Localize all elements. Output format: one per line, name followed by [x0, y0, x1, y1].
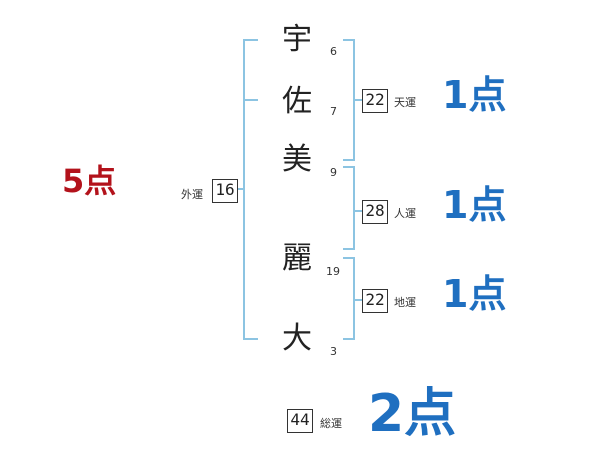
- name-char-1: 宇: [282, 22, 312, 57]
- stroke-count-5: 3: [330, 345, 337, 358]
- stroke-count-1: 6: [330, 45, 337, 58]
- stroke-count-2: 7: [330, 105, 337, 118]
- tenun-label: 天運: [394, 96, 416, 109]
- gaiun-label: 外運: [181, 188, 203, 201]
- souun-label: 総運: [320, 417, 342, 430]
- jinun-label: 人運: [394, 207, 416, 220]
- chiun-bracket: [343, 257, 364, 340]
- name-char-3: 美: [282, 142, 312, 177]
- jinun-bracket: [343, 166, 364, 250]
- souun-value-box: 44: [287, 409, 313, 433]
- tenun-value-box: 22: [362, 89, 388, 113]
- gaiun-value-box: 16: [212, 179, 238, 203]
- chiun-value-box: 22: [362, 289, 388, 313]
- chiun-score: 1点: [442, 272, 507, 316]
- name-char-4: 麗: [282, 241, 312, 276]
- tenun-score: 1点: [442, 73, 507, 117]
- gaiun-score: 5点: [62, 162, 117, 200]
- chiun-label: 地運: [394, 296, 416, 309]
- name-char-2: 佐: [282, 84, 312, 119]
- souun-score: 2点: [368, 384, 457, 444]
- tenun-bracket: [343, 39, 364, 161]
- jinun-score: 1点: [442, 183, 507, 227]
- name-char-5: 大: [282, 321, 312, 356]
- stroke-count-3: 9: [330, 166, 337, 179]
- jinun-value-box: 28: [362, 200, 388, 224]
- stroke-count-4: 19: [326, 265, 340, 278]
